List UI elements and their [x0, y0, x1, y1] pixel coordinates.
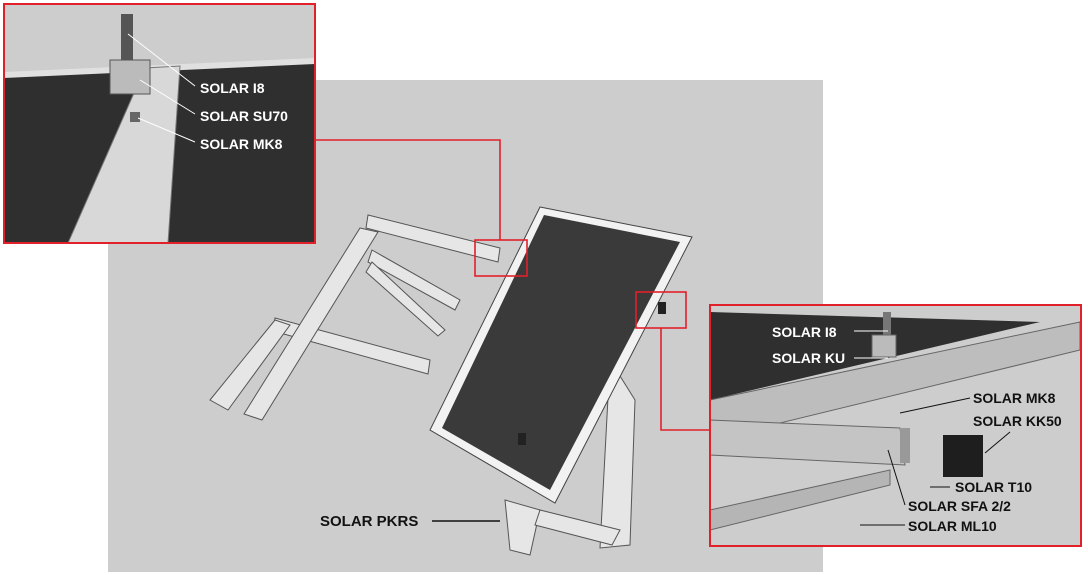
label-solar-i8: SOLAR I8 [200, 80, 265, 96]
inset-right: SOLAR I8 SOLAR KU SOLAR MK8 SOLAR KK50 S… [709, 304, 1082, 547]
label-solar-su70: SOLAR SU70 [200, 108, 288, 124]
label-solar-ml10: SOLAR ML10 [908, 518, 997, 534]
label-solar-kk50: SOLAR KK50 [973, 413, 1062, 429]
label-solar-pkrs: SOLAR PKRS [320, 513, 418, 530]
support-frame [209, 214, 636, 556]
clamp [658, 302, 666, 314]
label-solar-sfa: SOLAR SFA 2/2 [908, 498, 1011, 514]
clamp [518, 433, 526, 445]
label-solar-mk8: SOLAR MK8 [973, 390, 1056, 406]
callout-connectors [315, 139, 710, 431]
end-cap [943, 435, 983, 477]
label-solar-mk8: SOLAR MK8 [200, 136, 283, 152]
solar-panel-surface [442, 215, 680, 490]
label-solar-i8: SOLAR I8 [772, 324, 837, 340]
label-solar-ku: SOLAR KU [772, 350, 845, 366]
label-solar-t10: SOLAR T10 [955, 479, 1032, 495]
inset-top-left: SOLAR I8 SOLAR SU70 SOLAR MK8 [3, 3, 316, 244]
